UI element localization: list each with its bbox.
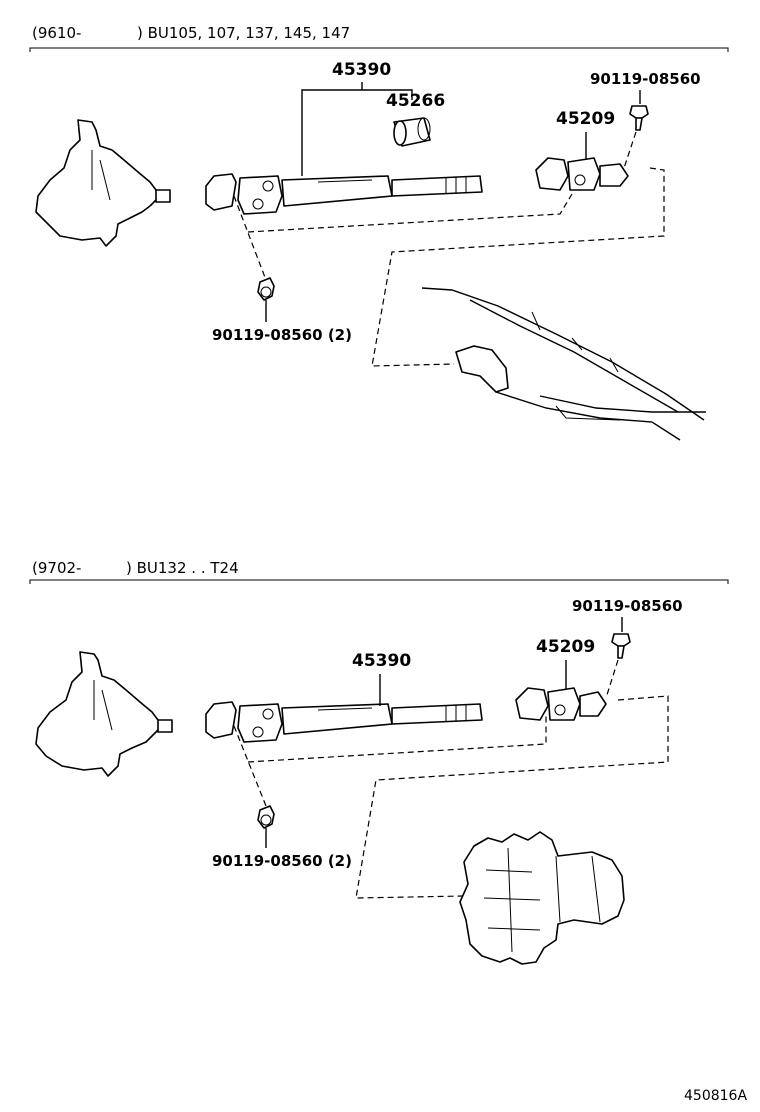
label-45390-s2: 45390: [352, 651, 411, 671]
shaft-2-joint: [237, 703, 283, 743]
steering-gearbox-2: [35, 651, 171, 777]
shaft-1-tube-slot: [317, 179, 373, 183]
shaft-2-tube-slot: [317, 707, 373, 711]
gearbox-1-detail: [91, 150, 111, 201]
intermediate-shaft-2: [205, 701, 483, 743]
leader-45390-s1: [301, 82, 413, 176]
steering-gearbox-1: [35, 119, 169, 247]
label-45209-s2: 45209: [536, 637, 595, 657]
dash-yoke-to-bolt-s1: [233, 195, 267, 281]
shaft-2-spline-end: [391, 703, 483, 725]
dash-bolt-to-joint-s1: [623, 131, 637, 169]
label-45209-s1: 45209: [556, 109, 615, 129]
section-1-bracket-line: [29, 47, 729, 52]
shaft-2-joint-cap-lower: [252, 726, 264, 738]
section-2: (9702- ) BU132 . . T24 45390 45209: [29, 559, 729, 965]
label-45266: 45266: [386, 91, 445, 111]
section-2-bracket-line: [29, 579, 729, 584]
shaft-1-tube: [281, 175, 393, 207]
universal-joint-45209-s1: [535, 157, 629, 191]
gearbox-2-detail: [93, 680, 113, 731]
figure-code: 450816A: [684, 1088, 747, 1104]
shaft-2-joint-cap: [262, 708, 274, 720]
section-1-header-models: ) BU105, 107, 137, 145, 147: [137, 24, 350, 42]
shaft-2-tube: [281, 703, 393, 735]
dash-joint-to-column-s2: [355, 695, 669, 899]
steering-column-1: [421, 287, 706, 441]
label-bolt-upper-s1: 90119-08560: [590, 70, 701, 88]
bolt-icon-lower-s2: [257, 805, 275, 829]
section-1: (9610- ) BU105, 107, 137, 145, 147 45390…: [29, 24, 729, 441]
section-1-header-code: (9610-: [32, 24, 81, 42]
shaft-1-joint-cap: [262, 180, 274, 192]
label-bolt-lower-s2: 90119-08560 (2): [212, 852, 352, 870]
shaft-2-yoke: [205, 701, 237, 739]
bolt-icon-upper-s2: [611, 633, 631, 659]
dash-yoke-to-bolt-s2: [233, 725, 267, 807]
bolt-icon-lower-s1: [257, 277, 275, 301]
sleeve-45266: [393, 117, 431, 147]
section-2-header-models: ) BU132 . . T24: [126, 559, 239, 577]
shaft-1-yoke: [205, 173, 237, 211]
shaft-1-joint: [237, 175, 283, 215]
gearbox-2-input-stub: [157, 719, 173, 733]
label-bolt-lower-s1: 90119-08560 (2): [212, 326, 352, 344]
shaft-2-splines: [445, 705, 467, 722]
shaft-1-splines: [445, 177, 467, 194]
section-2-header-code: (9702-: [32, 559, 81, 577]
dash-bolt-to-joint-s2: [605, 659, 619, 699]
universal-joint-45209-s2: [515, 687, 607, 721]
shaft-1-spline-end: [391, 175, 483, 197]
dash-shaft-to-joint-s1: [247, 193, 573, 233]
intermediate-shaft-1: [205, 173, 483, 215]
label-45390-s1: 45390: [332, 60, 391, 80]
label-bolt-upper-s2: 90119-08560: [572, 597, 683, 615]
dash-joint-to-column-s1: [371, 167, 665, 367]
steering-column-2: [459, 831, 625, 965]
gearbox-1-input-stub: [155, 189, 171, 203]
shaft-1-joint-cap-lower: [252, 198, 264, 210]
bolt-icon-upper-s1: [629, 105, 649, 131]
